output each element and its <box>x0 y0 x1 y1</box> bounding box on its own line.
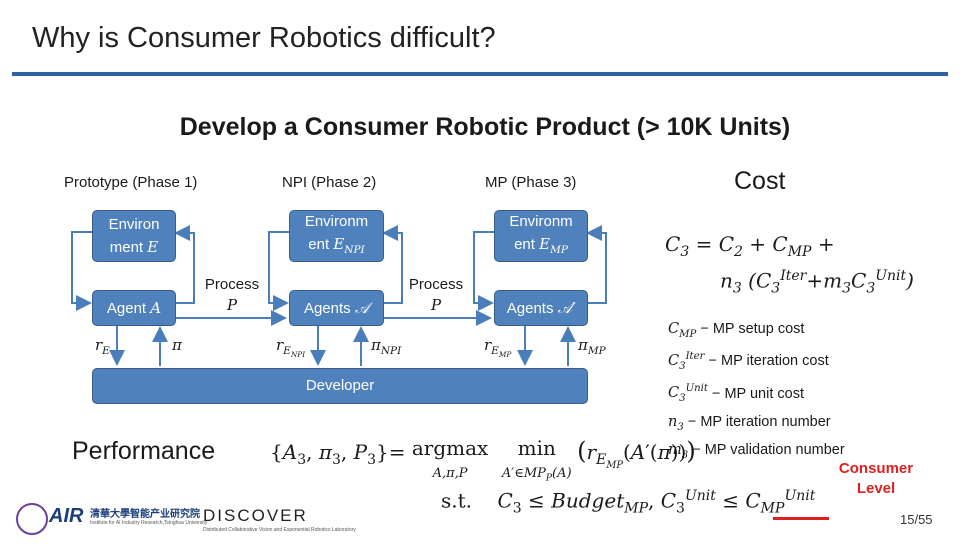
title-rule <box>12 72 948 76</box>
performance-constraint: s.t. C3 ≤ BudgetMP, C3Unit ≤ CMPUnit <box>441 488 816 517</box>
cost-legend: CMP − MP setup cost C3Iter − MP iteratio… <box>668 318 845 468</box>
reward-label-phase-2: rENPI <box>276 336 306 360</box>
page-number: 15/55 <box>900 512 933 527</box>
consumer-level-underline <box>773 517 829 520</box>
cost-equation-line-2: n3 (C3Iter+m3C3Unit) <box>720 268 914 297</box>
tsinghua-seal-icon <box>16 503 48 535</box>
legend-item-iteration-number: n3 − MP iteration number <box>668 413 831 433</box>
developer-box: Developer <box>92 368 588 404</box>
legend-item-unit: C3Unit − MP unit cost <box>668 383 804 405</box>
discover-logo: DISCOVER <box>203 506 308 525</box>
cost-heading: Cost <box>734 167 786 195</box>
agent-box-phase-3: Agents 𝒜′ <box>494 290 588 326</box>
agent-box-phase-2: Agents 𝒜 <box>289 290 384 326</box>
cost-equation-line-1: C3 = C2 + CMP + <box>665 232 835 260</box>
performance-heading: Performance <box>72 437 216 465</box>
air-logo-chinese: 清華大學智能产业研究院 <box>90 509 200 520</box>
slide-title: Why is Consumer Robotics difficult? <box>32 22 496 54</box>
phase-1-label: Prototype (Phase 1) <box>64 174 198 191</box>
legend-item-setup: CMP − MP setup cost <box>668 321 805 340</box>
phase-3-label: MP (Phase 3) <box>485 174 577 191</box>
discover-logo-subtitle: Distributed Collaborative Vision and Exp… <box>203 527 356 533</box>
phase-2-label: NPI (Phase 2) <box>282 174 377 191</box>
policy-label-phase-1: π <box>172 336 182 354</box>
slide-subtitle: Develop a Consumer Robotic Product (> 10… <box>179 113 791 141</box>
air-logo: AIR <box>49 505 84 527</box>
policy-label-phase-2: πNPI <box>371 336 402 357</box>
reward-label-phase-3: rEMP <box>484 336 512 360</box>
agent-box-phase-1: Agent A <box>92 290 176 326</box>
air-logo-english: Institute for AI Industry Research,Tsing… <box>90 520 208 526</box>
legend-item-validation-number: m3 − MP validation number <box>668 442 845 462</box>
reward-label-phase-1: rE <box>95 336 110 357</box>
policy-label-phase-3: πMP <box>578 336 606 357</box>
legend-item-iteration: C3Iter − MP iteration cost <box>668 351 829 373</box>
